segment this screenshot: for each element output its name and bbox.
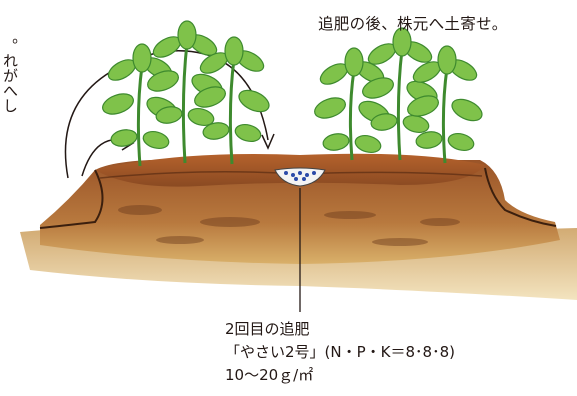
leaf — [415, 131, 443, 149]
leaf — [224, 36, 244, 66]
leaf — [437, 45, 457, 75]
leaf — [314, 97, 346, 119]
cropped-side-text: 。れがへし — [1, 38, 19, 113]
stem — [396, 49, 404, 161]
stem — [181, 42, 189, 164]
leaf — [147, 70, 179, 92]
fertilizer-note: 2回目の追肥 「やさい2号」(N・P・K＝8･8･8) 10〜20ｇ/㎡ — [225, 318, 455, 387]
stem — [228, 58, 236, 165]
stem — [348, 69, 356, 161]
leaf — [447, 132, 475, 152]
leaf — [362, 77, 394, 99]
note-amount: 10〜20ｇ/㎡ — [225, 366, 314, 384]
note-product: 「やさい2号」(N・P・K＝8･8･8) — [225, 343, 455, 361]
hilling-caption: 追肥の後、株元へ土寄せ。 — [318, 15, 508, 33]
leaf — [392, 27, 412, 57]
plant — [194, 36, 270, 165]
leaf — [234, 123, 262, 143]
leaf — [238, 89, 270, 113]
leaf — [354, 134, 382, 154]
leaf — [407, 95, 439, 117]
plant — [102, 43, 178, 167]
plant — [407, 45, 483, 164]
leaf — [451, 98, 483, 122]
fertilizer-pocket — [274, 167, 326, 187]
ridge-outline-left — [39, 169, 104, 229]
stem — [441, 67, 449, 164]
leaf — [194, 86, 226, 108]
leaf — [155, 106, 183, 124]
leaf — [344, 47, 364, 77]
soil-texture — [118, 205, 460, 246]
leaf — [102, 93, 134, 115]
arrowhead-large — [261, 133, 275, 150]
leaf — [187, 107, 215, 127]
stem — [136, 65, 144, 167]
leaf — [202, 122, 230, 140]
ridge-outline-right — [484, 167, 557, 227]
leaf — [322, 133, 350, 151]
leaf — [370, 113, 398, 131]
plant — [314, 47, 390, 161]
seedling-plants — [102, 20, 483, 167]
leaf — [110, 129, 138, 147]
note-title: 2回目の追肥 — [225, 320, 310, 338]
plant — [147, 20, 223, 164]
leaf — [177, 20, 197, 50]
leaf — [132, 43, 152, 73]
leaf — [142, 130, 170, 150]
